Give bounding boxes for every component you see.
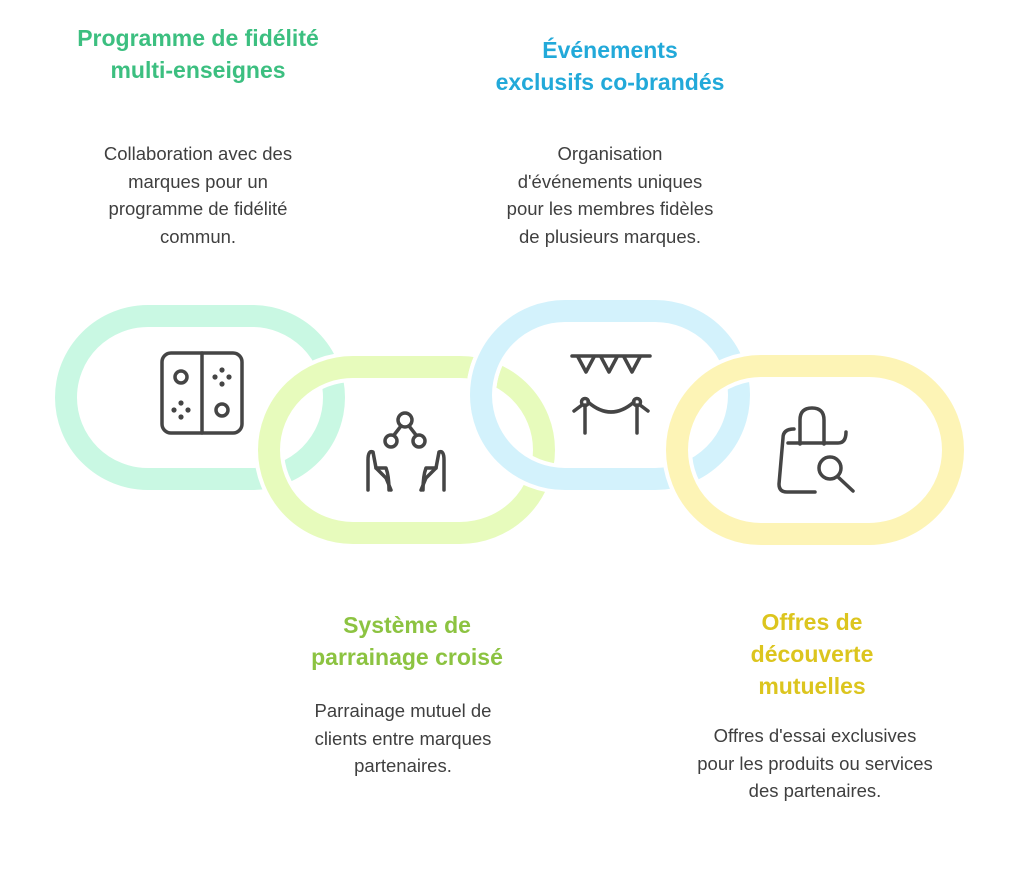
desc-line: Collaboration avec des: [103, 143, 293, 164]
title-line: Événements: [542, 37, 678, 63]
item-title: Programme de fidélité multi-enseignes: [38, 22, 358, 86]
desc-line: d'événements uniques: [517, 170, 703, 192]
title-line: Système de: [343, 612, 471, 638]
item-cross-referral: Système de parrainage croisé Parrainage …: [247, 609, 567, 780]
item-description: Parrainage mutuel de clients entre marqu…: [239, 697, 567, 780]
shopping-bag-search-icon: [777, 406, 855, 494]
desc-line: pour les membres fidèles: [506, 198, 714, 219]
desc-line: clients entre marques: [314, 727, 492, 749]
desc-line: Organisation: [557, 143, 663, 164]
title-line: parrainage croisé: [311, 644, 503, 670]
item-description: Offres d'essai exclusives pour les produ…: [658, 722, 972, 805]
event-bunting-rope-icon: [570, 354, 652, 435]
game-controller-icon: [160, 351, 244, 435]
chain-link-2: [258, 356, 555, 544]
title-line: exclusifs co-brandés: [495, 69, 725, 95]
desc-line: Parrainage mutuel de: [314, 700, 492, 721]
item-loyalty-program: Programme de fidélité multi-enseignes Co…: [38, 22, 358, 250]
item-description: Organisation d'événements uniques pour l…: [450, 140, 770, 250]
desc-line: de plusieurs marques.: [518, 225, 701, 247]
item-title: Offres de découverte mutuelles: [652, 606, 972, 702]
title-line: Programme de fidélité: [77, 25, 319, 51]
desc-line: Offres d'essai exclusives: [713, 725, 917, 746]
desc-line: des partenaires.: [748, 780, 882, 801]
item-title: Système de parrainage croisé: [247, 609, 567, 673]
desc-line: pour les produits ou services: [697, 752, 933, 774]
hands-network-icon: [366, 411, 446, 492]
chain-link-1: [55, 305, 345, 490]
chain-link-4: [666, 355, 964, 545]
desc-line: commun.: [159, 225, 237, 247]
desc-line: partenaires.: [354, 755, 452, 776]
item-title: Événements exclusifs co-brandés: [450, 34, 770, 98]
title-line: multi-enseignes: [110, 57, 286, 83]
title-line: découverte: [750, 641, 874, 667]
item-description: Collaboration avec des marques pour un p…: [38, 140, 358, 250]
title-line: mutuelles: [758, 673, 866, 699]
item-mutual-discovery-offers: Offres de découverte mutuelles Offres d'…: [652, 606, 972, 805]
desc-line: programme de fidélité: [108, 198, 288, 219]
item-cobranded-events: Événements exclusifs co-brandés Organisa…: [450, 34, 770, 250]
desc-line: marques pour un: [128, 170, 268, 192]
title-line: Offres de: [761, 609, 863, 635]
